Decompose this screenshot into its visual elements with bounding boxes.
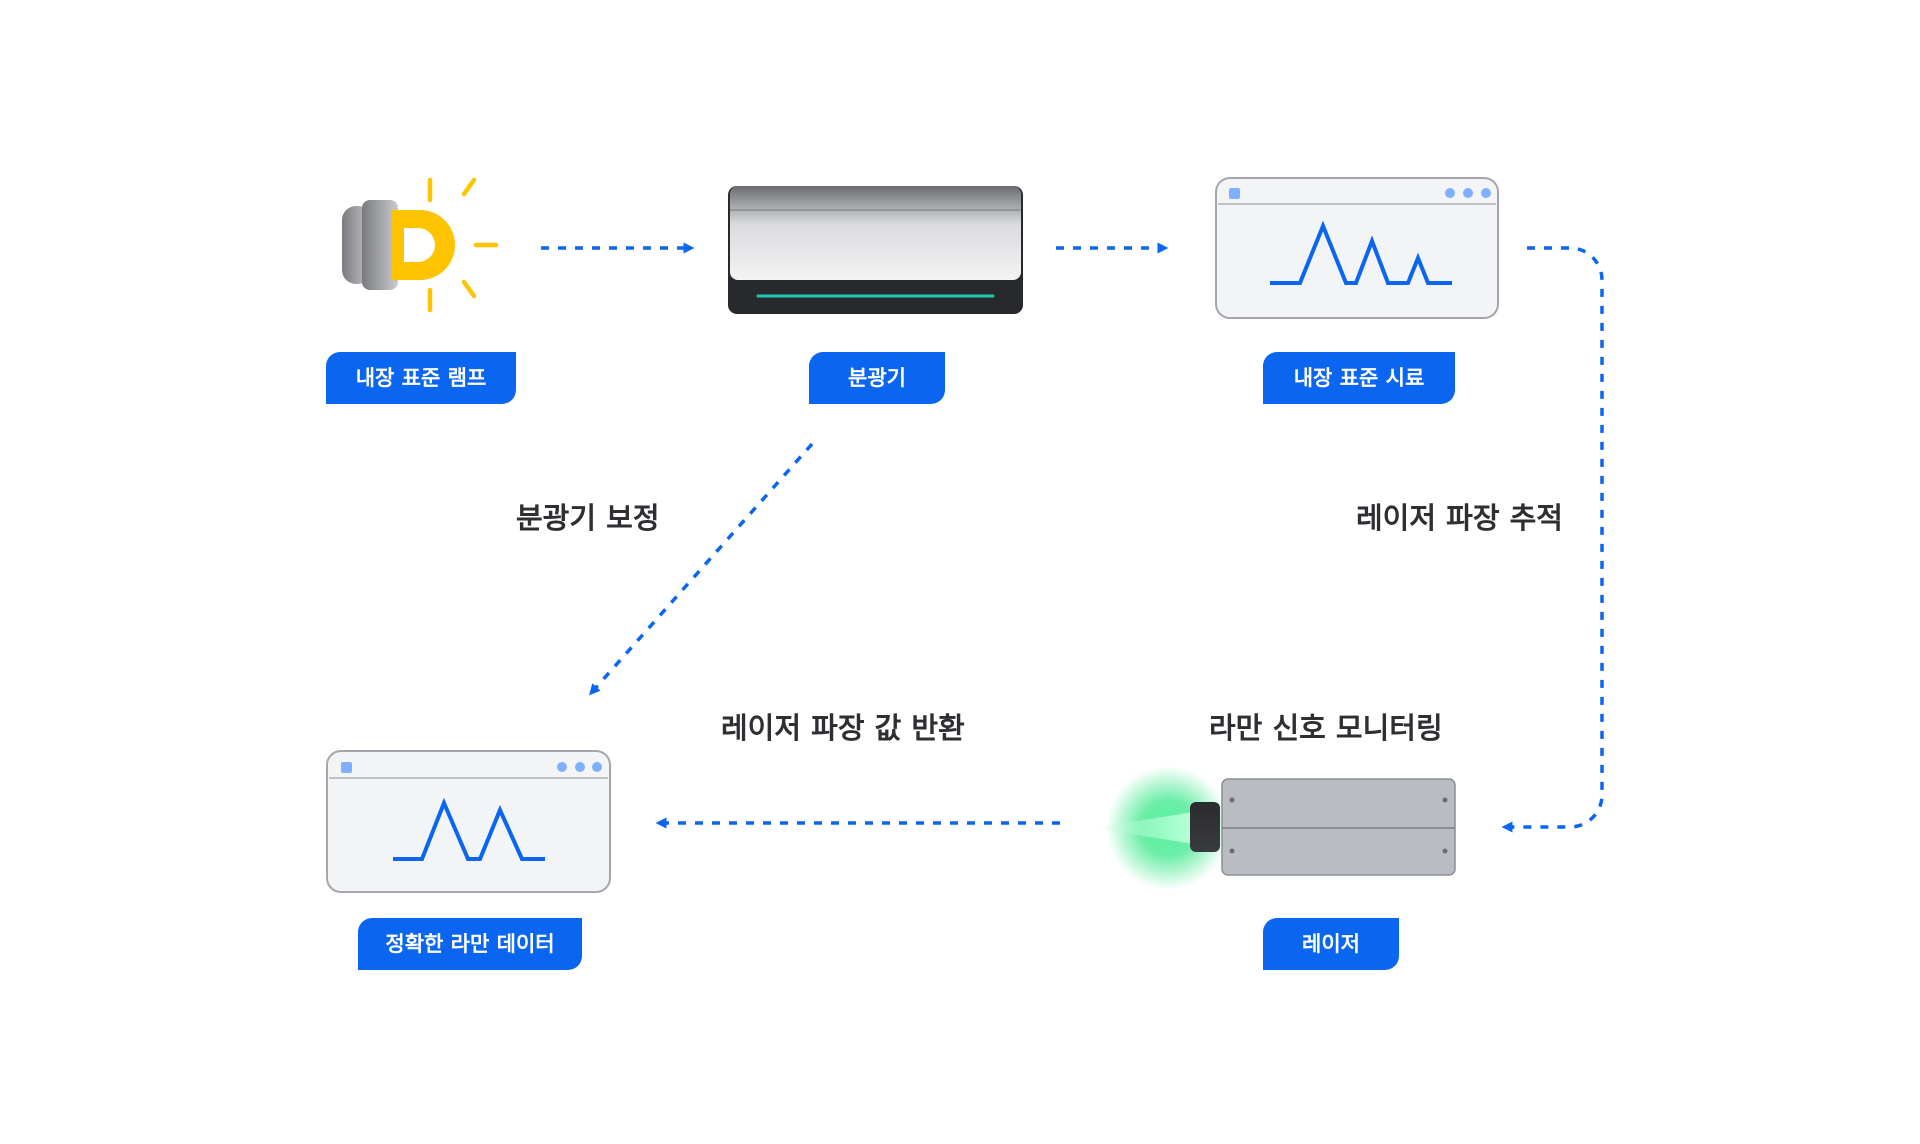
spectrometer-icon — [728, 186, 1023, 314]
standard-sample-label: 내장 표준 시료 — [1263, 352, 1455, 404]
laser-wavelength-return-text: 레이저 파장 값 반환 — [721, 711, 965, 745]
laser-wavelength-tracking-text: 레이저 파장 추적 — [1356, 501, 1563, 535]
arrow-sample-to-laser — [1501, 246, 1604, 833]
spectrum-window-icon — [1215, 177, 1499, 319]
lamp-label: 내장 표준 램프 — [326, 352, 516, 404]
laser-icon — [1094, 766, 1456, 890]
raman-data-window-icon — [326, 750, 611, 893]
lamp-icon — [342, 177, 499, 313]
raman-signal-monitoring-text: 라만 신호 모니터링 — [1209, 711, 1443, 745]
arrow-spectrometer-to-raman-data — [589, 442, 814, 696]
laser-label: 레이저 — [1263, 918, 1399, 970]
spectrometer-calibration-text: 분광기 보정 — [516, 501, 660, 535]
spectrometer-label: 분광기 — [809, 352, 945, 404]
raman-data-label: 정확한 라만 데이터 — [358, 918, 582, 970]
